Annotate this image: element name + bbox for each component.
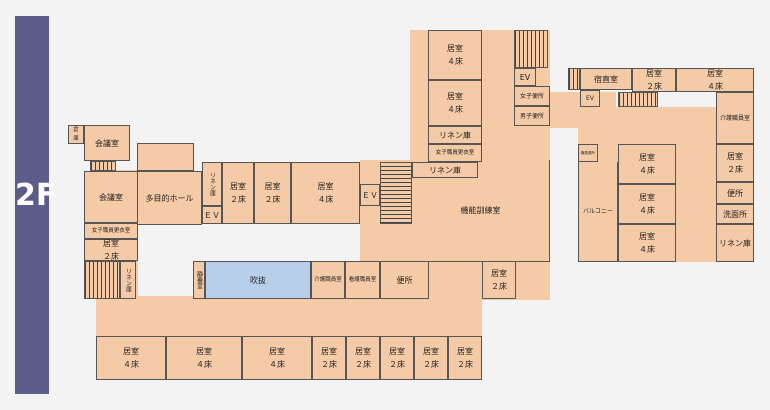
meeting-room: 会議室 — [84, 171, 138, 223]
linen-room-west: リネン庫 — [120, 261, 136, 299]
room-2bed-west: 居室 ２床 — [84, 239, 138, 261]
room-2bed-e1: 居室 ２床 — [632, 68, 676, 92]
night-duty-room: 宿直室 — [580, 68, 632, 90]
elevator-center: ＥＶ — [360, 184, 380, 206]
stair-west-lower — [84, 261, 120, 299]
room-4bed-e1: 居室 ４床 — [676, 68, 754, 92]
elevator-west: ＥＶ — [202, 206, 222, 224]
floor-label: 2F — [15, 178, 57, 213]
care-staff-room-east: 介護職員室 — [716, 92, 754, 144]
room-4bed-n2: 居室 ４床 — [428, 80, 482, 126]
nurse-staff-room: 看護職員室 — [345, 261, 380, 299]
stair-west-upper — [90, 161, 116, 171]
toilet-east: 便所 — [716, 182, 754, 204]
elevator-east: EV — [580, 90, 600, 107]
stair-east — [618, 92, 658, 107]
staff-toilet: 職員便所 — [578, 144, 598, 162]
room-4bed-b1: 居室 ４床 — [96, 336, 166, 380]
room-2bed-a: 居室 ２床 — [222, 162, 254, 224]
meeting-room-upper: 会議室 — [84, 125, 130, 161]
linen-room-center: リネン庫 — [412, 162, 478, 178]
room-2bed-b5: 居室 ２床 — [346, 336, 380, 380]
room-4bed-e3: 居室 ４床 — [618, 184, 676, 224]
hall-annex — [137, 143, 194, 171]
stair-east-small — [568, 68, 580, 90]
balcony: バルコニー — [578, 162, 618, 262]
room-2bed-b6: 居室 ２床 — [380, 336, 414, 380]
storage-room: 倉 庫 — [68, 125, 84, 144]
linen-room: リネン庫 — [202, 162, 222, 206]
female-staff-locker-north: 女子職員更衣室 — [428, 144, 482, 162]
toilet-center: 便所 — [380, 261, 429, 299]
room-4bed-e4: 居室 ４床 — [618, 224, 676, 262]
room-2bed-b4: 居室 ２床 — [312, 336, 346, 380]
room-4bed-n1: 居室 ４床 — [428, 30, 482, 80]
rest-room: 静養室 — [193, 261, 205, 299]
atrium: 吹抜 — [205, 261, 311, 299]
training-room: 機能訓練室 — [412, 160, 550, 262]
washroom: 洗面所 — [716, 204, 754, 224]
elevator-north: EV — [514, 68, 536, 86]
care-staff-room: 介護職員室 — [311, 261, 345, 299]
room-2bed-b: 居室 ２床 — [254, 162, 291, 224]
multipurpose-hall: 多目的ホール — [137, 171, 202, 225]
room-2bed-b8: 居室 ２床 — [448, 336, 482, 380]
male-toilet: 男子便所 — [514, 106, 550, 126]
female-staff-locker: 女子職員更衣室 — [84, 223, 138, 239]
linen-room-east: リネン庫 — [716, 224, 754, 262]
room-4bed-b2: 居室 ４床 — [166, 336, 242, 380]
room-4bed-b3: 居室 ４床 — [242, 336, 312, 380]
stair-center — [380, 162, 412, 224]
room-4bed-e2: 居室 ４床 — [618, 144, 676, 184]
floor-badge: 2F — [15, 16, 57, 394]
linen-room-north: リネン庫 — [428, 126, 482, 144]
room-2bed-east-corner: 居室 ２床 — [482, 261, 516, 299]
female-toilet: 女子便所 — [514, 86, 550, 106]
room-4bed-center: 居室 ４床 — [291, 162, 360, 224]
stair-north — [514, 30, 548, 68]
room-2bed-b7: 居室 ２床 — [414, 336, 448, 380]
room-2bed-e2: 居室 ２床 — [716, 144, 754, 182]
